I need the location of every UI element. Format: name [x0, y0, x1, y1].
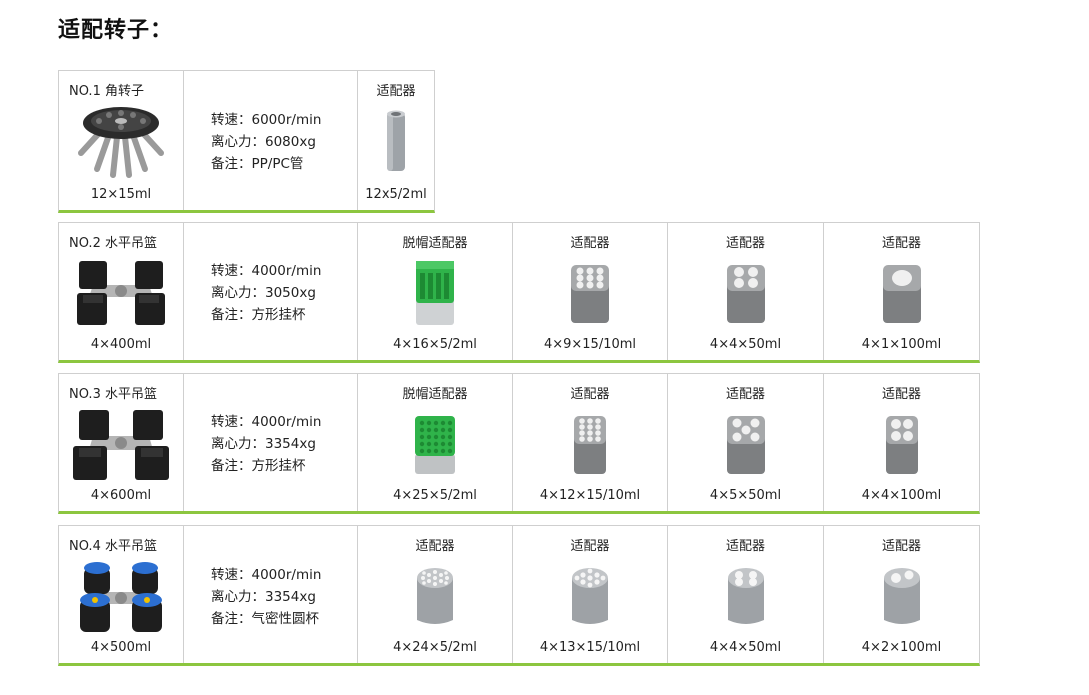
adapter-name: 适配器 — [570, 236, 610, 251]
rotor-name: NO.1 角转子 — [69, 84, 144, 99]
rotor-cell: NO.4 水平吊篮 4×500ml — [59, 526, 184, 663]
adapter-spec: 4×13×15/10ml — [539, 640, 641, 655]
adapter-name: 适配器 — [725, 387, 765, 402]
adapter-name: 脱帽适配器 — [402, 236, 468, 251]
square-adapter-1-icon — [824, 263, 979, 325]
rcf-text: 离心力：3050xg — [211, 285, 316, 301]
spec-cell: 转速：6000r/min 离心力：6080xg 备注：PP/PC管 — [184, 71, 358, 210]
note-text: 备注：PP/PC管 — [211, 156, 304, 172]
rotor-capacity: 4×600ml — [90, 488, 152, 503]
adapter-spec: 4×5×50ml — [709, 488, 782, 503]
square-adapter-5-icon — [668, 414, 823, 476]
swing-bucket-square-icon — [59, 255, 183, 329]
rotor-row-3: NO.3 水平吊篮 4×600ml 转速：4000r/min 离心力：3354x… — [58, 373, 980, 514]
rotor-capacity: 4×400ml — [90, 337, 152, 352]
adapter-spec: 4×12×15/10ml — [539, 488, 641, 503]
adapter-cell: 适配器 4×24×5/2ml — [358, 526, 513, 663]
square-adapter-4-icon — [668, 263, 823, 325]
rotor-name: NO.2 水平吊篮 — [69, 236, 157, 251]
adapter-spec: 4×4×100ml — [861, 488, 942, 503]
spec-cell: 转速：4000r/min 离心力：3354xg 备注：气密性圆杯 — [184, 526, 358, 663]
adapter-name: 脱帽适配器 — [402, 387, 468, 402]
swing-bucket-round-icon — [59, 558, 183, 634]
adapter-spec: 4×16×5/2ml — [393, 337, 477, 352]
rotor-name: NO.4 水平吊篮 — [69, 539, 157, 554]
rotor-cell: NO.2 水平吊篮 4×400ml — [59, 223, 184, 360]
rotor-row-2: NO.2 水平吊篮 4×400ml 转速：4000r/min 离心力：3050x… — [58, 222, 980, 363]
swing-bucket-square-icon — [59, 406, 183, 482]
adapter-cell: 适配器 4×5×50ml — [668, 374, 824, 511]
round-adapter-2-icon — [824, 566, 979, 628]
speed-text: 转速：4000r/min — [211, 567, 322, 583]
rcf-text: 离心力：6080xg — [211, 134, 316, 150]
adapter-name: 适配器 — [881, 236, 921, 251]
rotor-cell: NO.1 角转子 12×15ml — [59, 71, 184, 210]
adapter-name: 适配器 — [415, 539, 455, 554]
rotor-row-1: NO.1 角转子 12×15ml 转速：6000r/min 离心力：6080xg… — [58, 70, 435, 213]
square-adapter-9-icon — [513, 263, 667, 325]
adapter-cell: 适配器 4×4×50ml — [668, 526, 824, 663]
adapter-name: 适配器 — [376, 84, 416, 99]
adapter-spec: 4×4×50ml — [709, 337, 782, 352]
adapter-cell: 脱帽适配器 4×25×5/2ml — [358, 374, 513, 511]
note-text: 备注：方形挂杯 — [211, 458, 306, 474]
square-adapter-4-icon — [824, 414, 979, 476]
spec-cell: 转速：4000r/min 离心力：3050xg 备注：方形挂杯 — [184, 223, 358, 360]
adapter-name: 适配器 — [881, 539, 921, 554]
green-block-adapter-icon — [358, 414, 512, 476]
adapter-name: 适配器 — [725, 539, 765, 554]
adapter-cell: 适配器 4×4×50ml — [668, 223, 824, 360]
speed-text: 转速：4000r/min — [211, 263, 322, 279]
adapter-spec: 4×4×50ml — [709, 640, 782, 655]
rotor-cell: NO.3 水平吊篮 4×600ml — [59, 374, 184, 511]
rcf-text: 离心力：3354xg — [211, 589, 316, 605]
adapter-name: 适配器 — [570, 387, 610, 402]
rotor-capacity: 12×15ml — [90, 187, 152, 202]
speed-text: 转速：6000r/min — [211, 112, 322, 128]
adapter-spec: 12x5/2ml — [365, 187, 427, 202]
round-adapter-24-icon — [358, 566, 512, 628]
adapter-spec: 4×9×15/10ml — [543, 337, 637, 352]
round-adapter-13-icon — [513, 566, 667, 628]
adapter-name: 适配器 — [570, 539, 610, 554]
adapter-cell: 脱帽适配器 4×16×5/2ml — [358, 223, 513, 360]
adapter-cell: 适配器 4×4×100ml — [824, 374, 979, 511]
adapter-spec: 4×24×5/2ml — [393, 640, 477, 655]
note-text: 备注：方形挂杯 — [211, 307, 306, 323]
adapter-cell: 适配器 4×13×15/10ml — [513, 526, 668, 663]
adapter-cell: 适配器 4×12×15/10ml — [513, 374, 668, 511]
square-adapter-12-icon — [513, 414, 667, 476]
rotor-capacity: 4×500ml — [90, 640, 152, 655]
adapter-spec: 4×2×100ml — [861, 640, 942, 655]
angle-rotor-icon — [59, 101, 183, 181]
adapter-cell: 适配器 4×1×100ml — [824, 223, 979, 360]
rotor-row-4: NO.4 水平吊篮 4×500ml 转速：4000r/min 离心力：3354x… — [58, 525, 980, 666]
adapter-cell: 适配器 4×9×15/10ml — [513, 223, 668, 360]
round-adapter-4-icon — [668, 566, 823, 628]
adapter-cell: 适配器 4×2×100ml — [824, 526, 979, 663]
adapter-name: 适配器 — [881, 387, 921, 402]
adapter-spec: 4×1×100ml — [861, 337, 942, 352]
adapter-name: 适配器 — [725, 236, 765, 251]
tube-adapter-icon — [358, 109, 434, 173]
spec-cell: 转速：4000r/min 离心力：3354xg 备注：方形挂杯 — [184, 374, 358, 511]
speed-text: 转速：4000r/min — [211, 414, 322, 430]
rcf-text: 离心力：3354xg — [211, 436, 316, 452]
rotor-name: NO.3 水平吊篮 — [69, 387, 157, 402]
green-block-adapter-icon — [358, 259, 512, 327]
note-text: 备注：气密性圆杯 — [211, 611, 319, 627]
adapter-cell: 适配器 12x5/2ml — [358, 71, 434, 210]
adapter-spec: 4×25×5/2ml — [393, 488, 477, 503]
page-title: 适配转子： — [58, 18, 174, 43]
